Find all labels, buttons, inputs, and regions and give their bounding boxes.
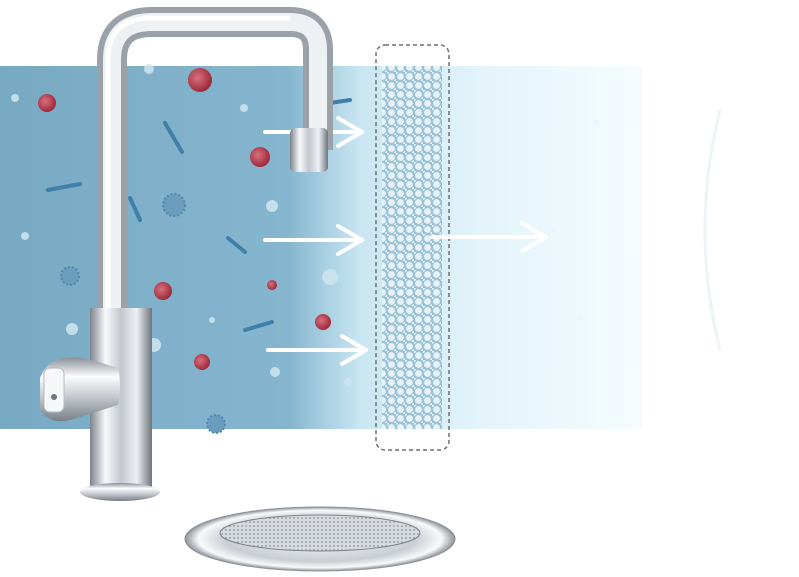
bacterium [328,98,352,105]
arrow-icon [266,334,368,366]
filter-membrane [375,44,450,451]
red-particle [38,94,56,112]
bacterium [243,320,274,332]
red-particle [315,314,331,330]
bacteria-group [46,98,352,332]
virus [206,414,226,434]
virus-group [60,193,226,434]
bacterium [226,236,247,254]
arrows-left [263,116,368,366]
faint-circle-outline [703,109,722,351]
drip-tray [184,506,456,572]
red-particle [250,147,270,167]
red-particle [267,280,277,290]
bubbles [11,64,599,386]
faucet-nozzle [290,128,328,172]
red-particle [188,68,212,92]
arrow-right-icon [430,221,548,253]
faucet-base [80,483,160,501]
red-particles [38,68,331,370]
arrow-icon [263,224,364,256]
virus [60,266,80,286]
red-particle [154,282,172,300]
virus [162,193,186,217]
bacterium [46,182,82,192]
bacterium [163,121,184,154]
red-particle [194,354,210,370]
faucet [40,7,333,501]
bacterium [128,196,142,222]
